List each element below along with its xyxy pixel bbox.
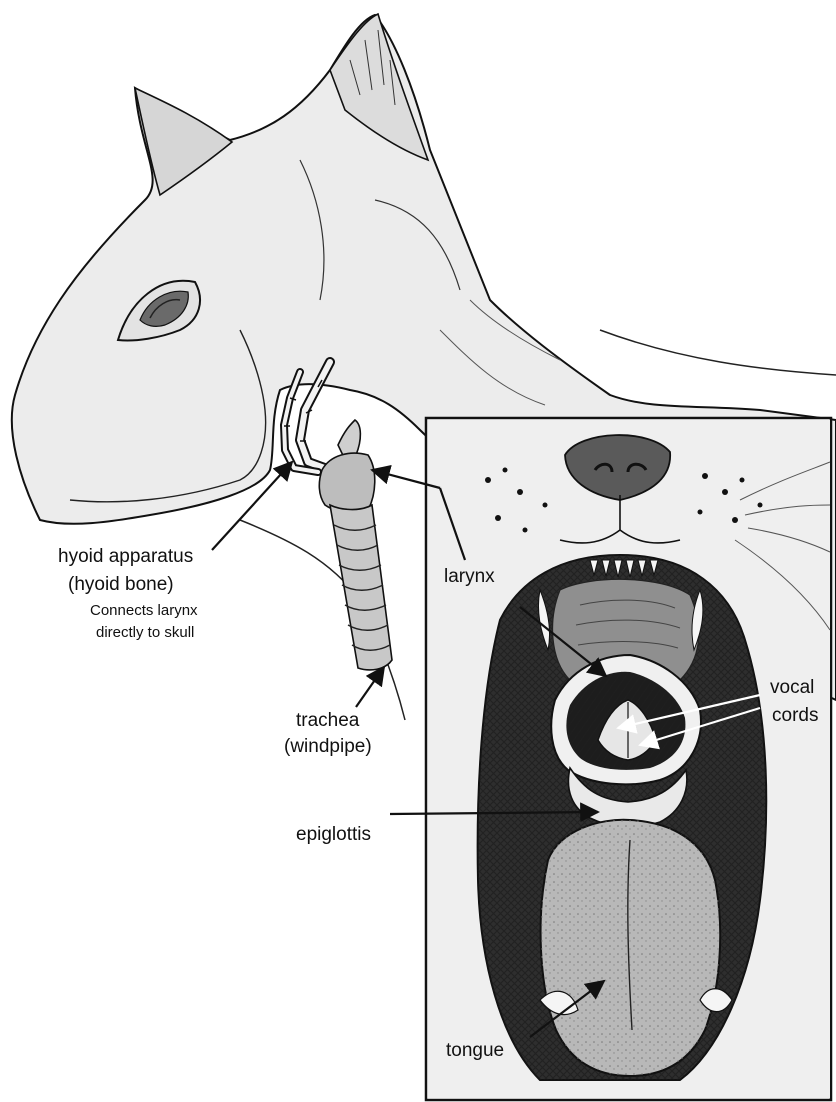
label-hyoid-note-2: directly to skull	[96, 624, 194, 641]
label-vocal: vocal	[770, 677, 814, 698]
label-hyoid-bone: (hyoid bone)	[68, 574, 174, 595]
larynx-trachea-illustration	[319, 420, 392, 670]
label-epiglottis: epiglottis	[296, 824, 371, 845]
label-larynx: larynx	[444, 566, 495, 587]
cat-back-outline	[600, 330, 836, 375]
label-hyoid-note-1: Connects larynx	[90, 602, 198, 619]
larynx-side	[319, 453, 374, 512]
arrow-trachea	[356, 667, 384, 707]
label-tongue: tongue	[446, 1040, 504, 1061]
label-hyoid-apparatus: hyoid apparatus	[58, 546, 193, 567]
mouth-inset-panel	[426, 418, 831, 1100]
label-trachea: trachea	[296, 710, 360, 731]
label-cords: cords	[772, 705, 818, 726]
label-windpipe: (windpipe)	[284, 736, 372, 757]
